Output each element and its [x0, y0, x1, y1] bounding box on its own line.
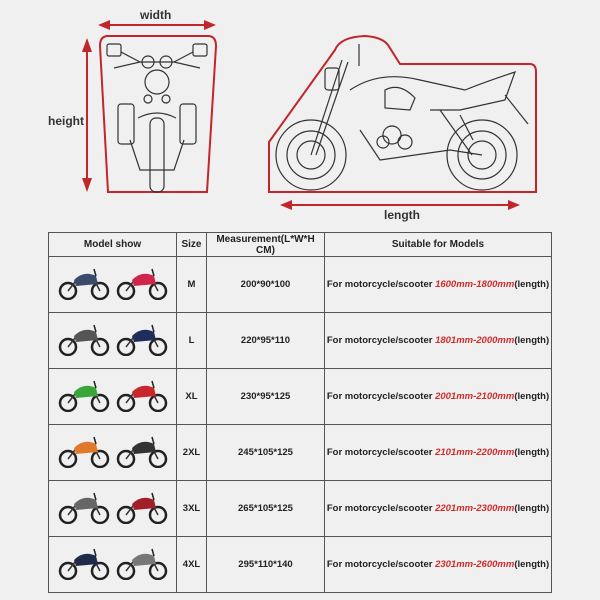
model-images-cell [48, 368, 177, 425]
sportbike-icon [116, 378, 168, 415]
size-cell: M [176, 256, 207, 313]
header-measurement: Measurement(L*W*H CM) [206, 232, 325, 257]
suitable-models-cell: For motorcycle/scooter 2001mm-2100mm(len… [324, 368, 552, 425]
front-view-diagram: width height [0, 0, 260, 210]
dirtbike-icon [58, 434, 110, 471]
side-view-drawing [268, 34, 537, 210]
suitable-suffix: (length) [514, 391, 550, 402]
length-range: 2101mm-2200mm [435, 447, 515, 458]
table-row: M 200*90*100 For motorcycle/scooter 1600… [48, 256, 552, 313]
length-range: 1801mm-2000mm [435, 335, 515, 346]
model-images-cell [48, 256, 177, 313]
suitable-prefix: For motorcycle/scooter [326, 335, 436, 346]
measurement-cell: 220*95*110 [206, 312, 325, 369]
size-cell: XL [176, 368, 207, 425]
length-range: 2001mm-2100mm [435, 391, 515, 402]
header-model-show: Model show [48, 232, 177, 257]
table-row: 4XL 295*110*140 For motorcycle/scooter 2… [48, 536, 552, 593]
size-cell: L [176, 312, 207, 369]
sportbike-icon [58, 378, 110, 415]
measurement-cell: 295*110*140 [206, 536, 325, 593]
suitable-models-cell: For motorcycle/scooter 1600mm-1800mm(len… [324, 256, 552, 313]
header-size: Size [176, 232, 207, 257]
height-label: height [48, 114, 84, 128]
front-view-drawing [82, 20, 218, 193]
width-label: width [140, 8, 172, 22]
measurement-cell: 265*105*125 [206, 480, 325, 537]
measurement-cell: 230*95*125 [206, 368, 325, 425]
suitable-models-cell: For motorcycle/scooter 1801mm-2000mm(len… [324, 312, 552, 369]
model-images-cell [48, 424, 177, 481]
cruiser-icon [58, 546, 110, 583]
model-images-cell [48, 536, 177, 593]
length-label: length [384, 208, 420, 222]
suitable-prefix: For motorcycle/scooter [326, 391, 436, 402]
suitable-prefix: For motorcycle/scooter [326, 559, 436, 570]
suitable-models-cell: For motorcycle/scooter 2101mm-2200mm(len… [324, 424, 552, 481]
suitable-prefix: For motorcycle/scooter [326, 503, 436, 514]
scooter-icon [116, 266, 168, 303]
table-header-row: Model show Size Measurement(L*W*H CM) Su… [48, 232, 552, 257]
model-images-cell [48, 480, 177, 537]
motorcycle-icon [58, 322, 110, 359]
model-images-cell [48, 312, 177, 369]
touring-scooter-icon [116, 490, 168, 527]
suitable-suffix: (length) [514, 279, 550, 290]
suitable-prefix: For motorcycle/scooter [326, 279, 436, 290]
suitable-suffix: (length) [514, 559, 550, 570]
suitable-models-cell: For motorcycle/scooter 2201mm-2300mm(len… [324, 480, 552, 537]
size-chart-table: Model show Size Measurement(L*W*H CM) Su… [48, 232, 552, 593]
size-cell: 4XL [176, 536, 207, 593]
length-range: 2201mm-2300mm [435, 503, 515, 514]
table-row: 2XL 245*105*125 For motorcycle/scooter 2… [48, 424, 552, 481]
length-range: 2301mm-2600mm [435, 559, 515, 570]
measurement-cell: 245*105*125 [206, 424, 325, 481]
suitable-suffix: (length) [514, 335, 550, 346]
suitable-models-cell: For motorcycle/scooter 2301mm-2600mm(len… [324, 536, 552, 593]
measurement-cell: 200*90*100 [206, 256, 325, 313]
suitable-suffix: (length) [514, 503, 550, 514]
size-cell: 2XL [176, 424, 207, 481]
table-row: L 220*95*110 For motorcycle/scooter 1801… [48, 312, 552, 369]
length-range: 1600mm-1800mm [435, 279, 515, 290]
bicycle-icon [58, 266, 110, 303]
header-suitable-models: Suitable for Models [324, 232, 552, 257]
table-row: XL 230*95*125 For motorcycle/scooter 200… [48, 368, 552, 425]
motorcycle-icon [116, 434, 168, 471]
scooter-icon [116, 322, 168, 359]
size-cell: 3XL [176, 480, 207, 537]
touring-bike-icon [116, 546, 168, 583]
touring-bike-icon [58, 490, 110, 527]
suitable-prefix: For motorcycle/scooter [326, 447, 436, 458]
suitable-suffix: (length) [514, 447, 550, 458]
side-view-diagram: length [260, 20, 600, 230]
table-row: 3XL 265*105*125 For motorcycle/scooter 2… [48, 480, 552, 537]
